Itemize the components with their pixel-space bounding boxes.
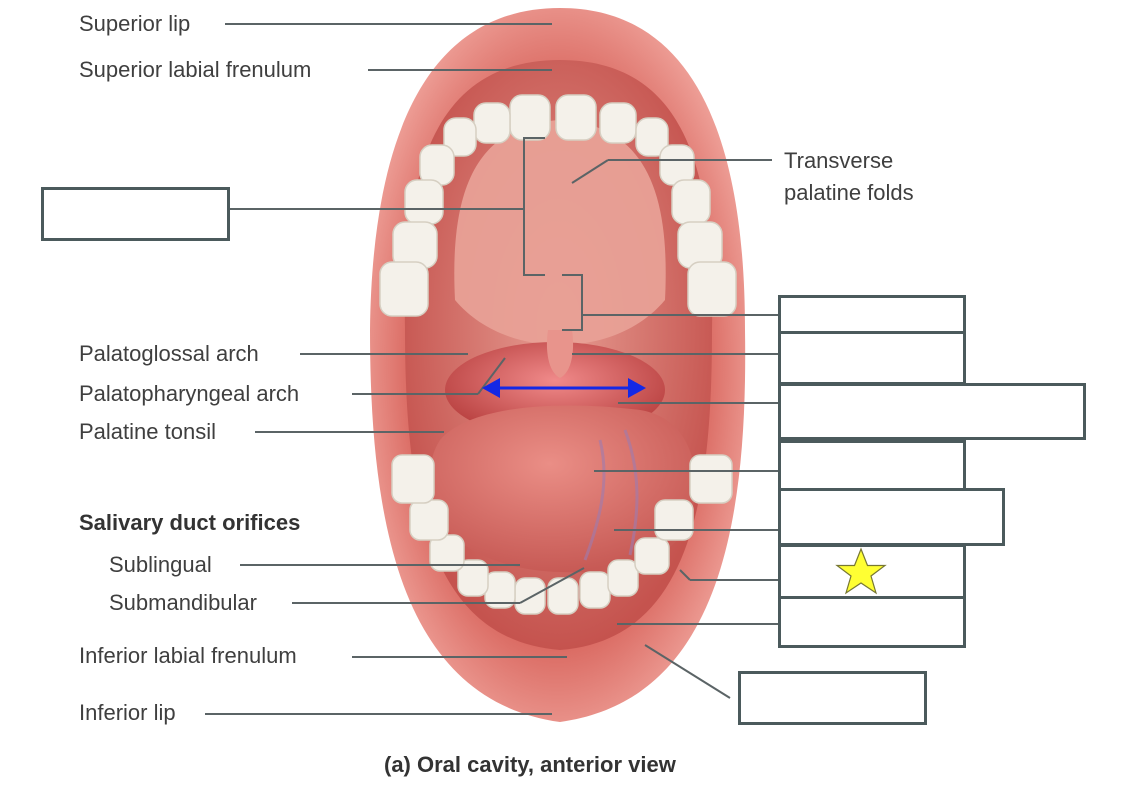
answer-box-starred[interactable] (778, 544, 966, 599)
answer-box-gingiva[interactable] (778, 596, 966, 648)
figure-caption: (a) Oral cavity, anterior view (384, 752, 676, 777)
answer-box-tongue[interactable] (778, 440, 966, 492)
star-icon (835, 547, 887, 595)
hard-palate (454, 120, 666, 345)
label-submandibular: Submandibular (109, 590, 257, 615)
leader-lines (205, 23, 778, 715)
label-palatine-tonsil: Palatine tonsil (79, 419, 216, 444)
lower-teeth (391, 454, 733, 615)
answer-box-lingual-frenulum[interactable] (778, 488, 1005, 546)
answer-box-vestibule[interactable] (738, 671, 927, 725)
answer-box-soft-palate[interactable] (778, 295, 966, 335)
label-inferior-labial-frenulum: Inferior labial frenulum (79, 643, 297, 668)
label-palatopharyngeal-arch: Palatopharyngeal arch (79, 381, 300, 406)
answer-box-uvula[interactable] (778, 331, 966, 385)
label-inferior-lip: Inferior lip (79, 700, 176, 725)
label-salivary-duct-orifices: Salivary duct orifices (79, 510, 301, 535)
label-transverse-palatine-folds-line2: palatine folds (784, 180, 914, 205)
label-sublingual: Sublingual (109, 552, 212, 577)
label-superior-labial-frenulum: Superior labial frenulum (79, 57, 312, 82)
label-transverse-palatine-folds-line1: Transverse (784, 148, 894, 173)
upper-teeth (379, 94, 737, 317)
uvula (546, 330, 574, 378)
label-palatoglossal-arch: Palatoglossal arch (79, 341, 259, 366)
label-superior-lip: Superior lip (79, 11, 191, 36)
answer-box-hard-palate[interactable] (41, 187, 230, 241)
answer-box-fauces[interactable] (778, 383, 1086, 440)
double-headed-arrow-icon (482, 378, 646, 398)
tongue-veins (583, 429, 639, 561)
